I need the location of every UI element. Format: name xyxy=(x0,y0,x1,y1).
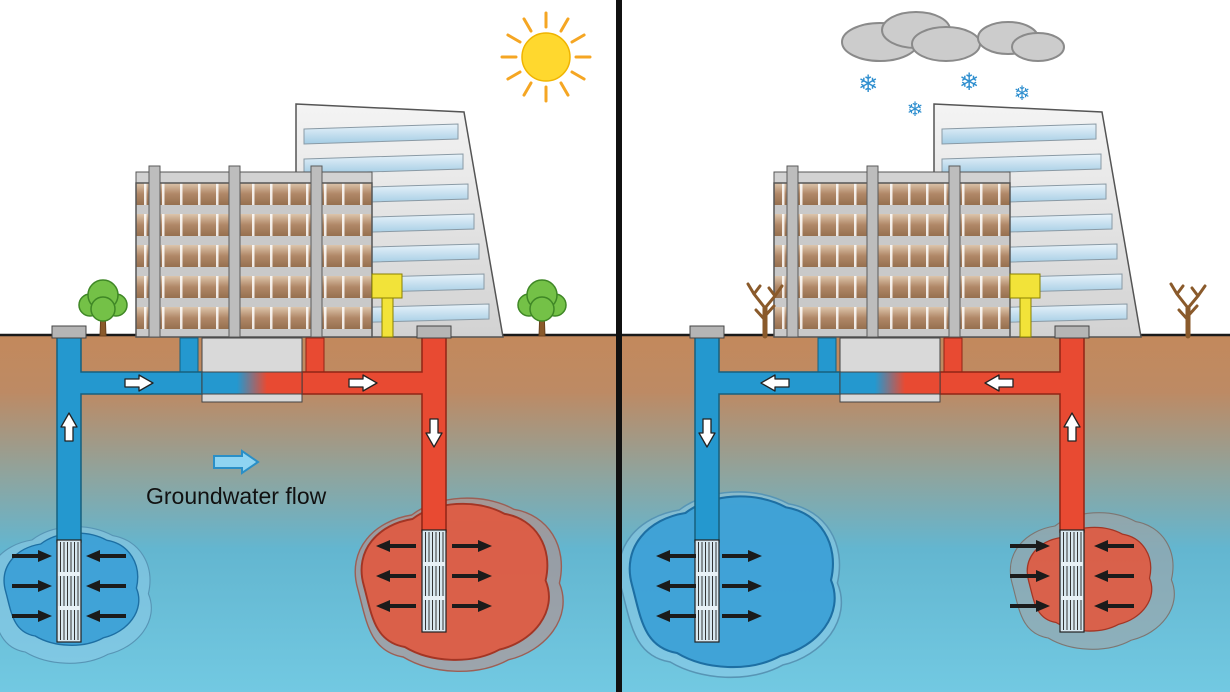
groundwater-flow-annotation: Groundwater flow xyxy=(146,449,327,509)
sun-icon xyxy=(500,11,592,103)
panel-summer: Groundwater flow xyxy=(0,11,619,692)
snowflake-icon: ❄ xyxy=(959,68,979,96)
cloud-icon xyxy=(841,11,1065,62)
warm-plume xyxy=(1009,512,1175,650)
panel-divider xyxy=(616,0,622,692)
panel-winter: ❄ ❄ ❄ ❄ xyxy=(618,11,1230,692)
tree-winter xyxy=(1171,284,1205,336)
snowflake-icon: ❄ xyxy=(858,70,878,98)
warm-plume xyxy=(354,497,564,672)
snowflake-icon: ❄ xyxy=(907,97,924,121)
snowflake-icon: ❄ xyxy=(1014,81,1031,105)
tree-summer xyxy=(517,279,567,337)
groundwater-flow-label: Groundwater flow xyxy=(146,483,327,509)
snowflake-icons: ❄ ❄ ❄ ❄ xyxy=(858,68,1030,121)
groundwater-flow-arrow-icon xyxy=(213,449,260,475)
